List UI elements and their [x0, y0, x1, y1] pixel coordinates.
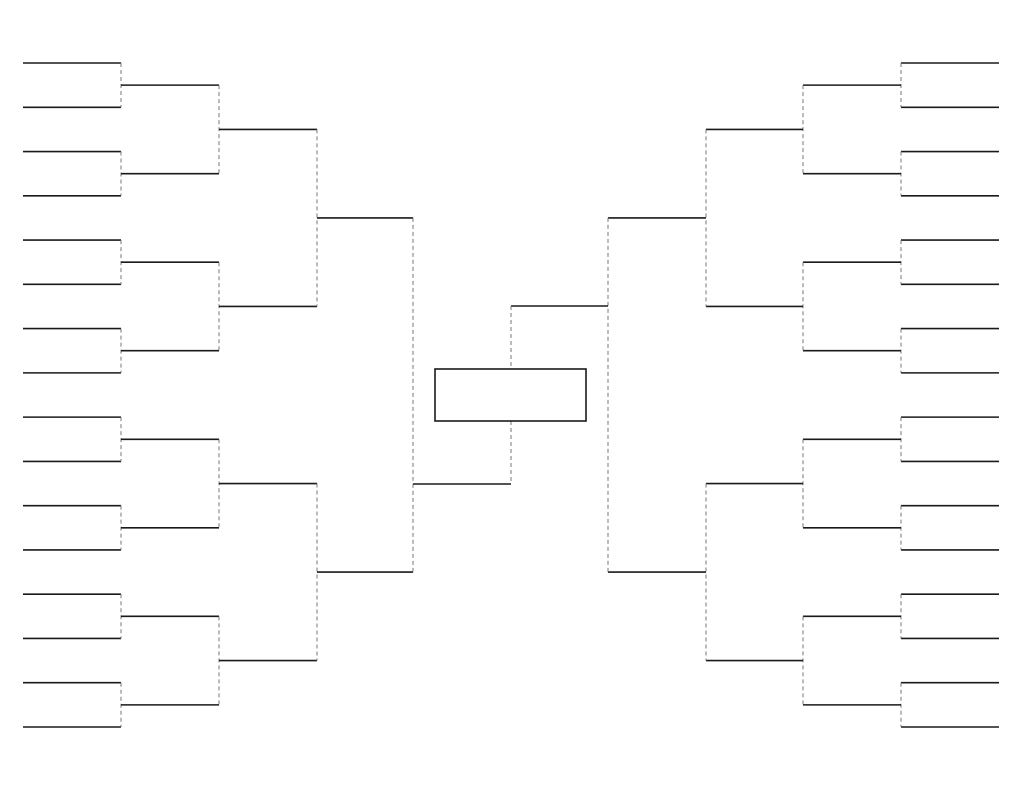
champion-box[interactable] — [434, 368, 587, 422]
